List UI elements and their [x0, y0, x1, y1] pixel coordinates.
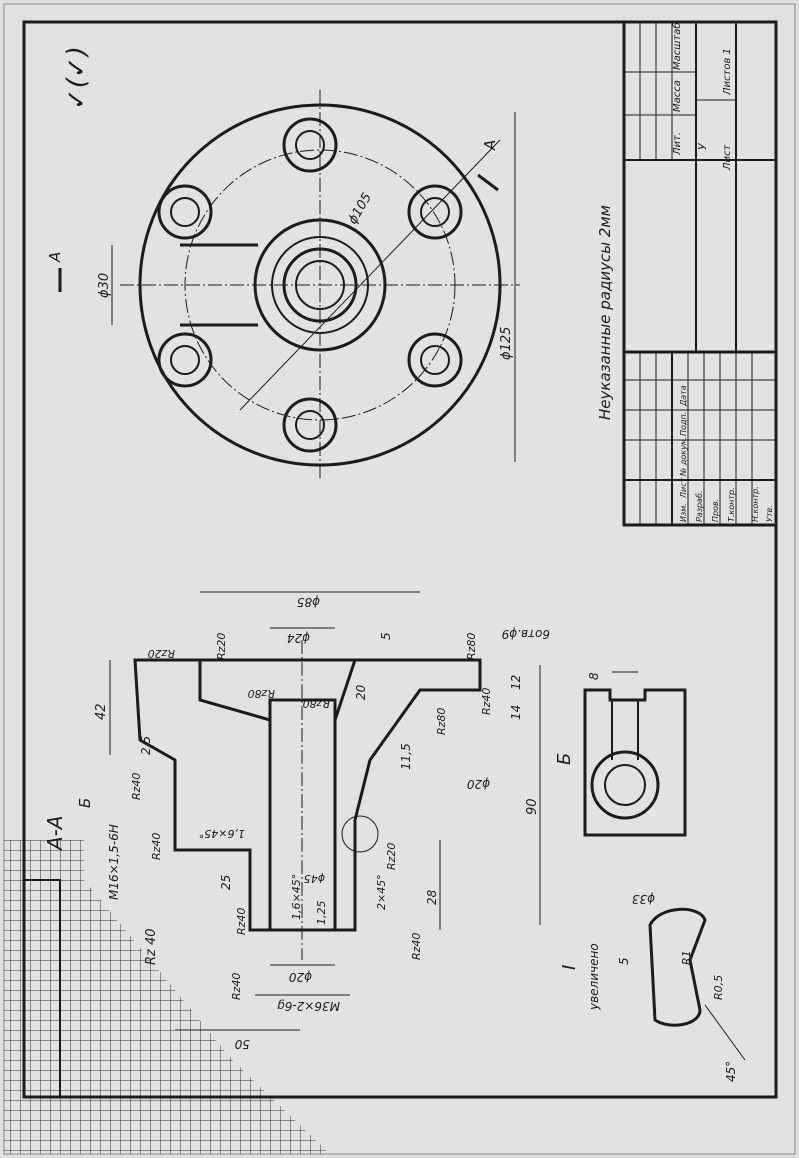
bolt-holes — [157, 117, 463, 453]
thread-m36: M36×2-6g — [277, 999, 340, 1013]
rz80-c: Rz80 — [303, 697, 330, 710]
dim-1-25: 1,25 — [315, 901, 328, 926]
graph-paper-corner — [4, 840, 330, 1154]
sign-row-ncontrol: Н.контр. — [751, 486, 760, 522]
sign-col-doc: № докум. — [679, 437, 688, 477]
dim-phi85: ϕ85 — [297, 595, 320, 609]
title-cell-sheets: Листов 1 — [722, 48, 733, 96]
detail-dim-phi33: ϕ33 — [632, 892, 655, 906]
rz40-b: Rz40 — [130, 773, 143, 800]
detail-caption: увеличено — [587, 943, 601, 1011]
chamfer-1-6-a: 1,6×45° — [199, 827, 245, 840]
sign-row-check: Пров. — [711, 499, 720, 522]
section-label-aa: А-А — [43, 815, 67, 852]
dim-6holes: 6отв.ϕ9 — [502, 627, 550, 641]
body-left-hatch — [133, 658, 272, 932]
detail-dim-5: 5 — [617, 957, 631, 965]
dim-d30: ϕ30 — [97, 273, 112, 298]
dim-phi45: ϕ45 — [304, 872, 325, 885]
boss-arm — [180, 243, 258, 327]
thread-m16: M16×1,5-6H — [107, 824, 121, 900]
chamfer-1-6-b: 1,6×45° — [290, 874, 303, 920]
frame-side-stamp — [23, 879, 61, 1098]
dim-20: 20 — [354, 684, 368, 700]
title-block: Лит. Масса Масштаб У Лист Листов 1 Изм. … — [622, 20, 778, 527]
cut-mark-b: Б — [76, 798, 94, 808]
view-b: Б 8 — [554, 671, 687, 837]
rz20-c: Rz20 — [385, 843, 398, 870]
dim-25: 25 — [219, 875, 233, 890]
roughness-symbol: ✓(✓) — [62, 46, 92, 110]
dim-phi20-a: ϕ20 — [466, 777, 490, 791]
rz40-d: Rz40 — [410, 933, 423, 960]
title-cell-lit-value: У — [696, 142, 709, 150]
detail-i: I увеличено ϕ33 5 R1 R0,5 45° — [559, 892, 746, 1082]
rz80-d: Rz80 — [435, 708, 448, 735]
dim-phi24: ϕ24 — [287, 631, 310, 645]
section-a-a: А-А ϕ85 ϕ24 6отв.ϕ9 Rz20 Rz20 Rz80 Rz80 … — [43, 591, 550, 1051]
rz80-b: Rz80 — [248, 687, 275, 700]
dim-phi20-b: ϕ20 — [288, 970, 312, 984]
rz40-a: Rz40 — [480, 688, 493, 715]
title-cell-sheet: Лист — [722, 143, 733, 171]
dim-42: 42 — [94, 703, 109, 720]
title-cell-lit: Лит. — [672, 132, 683, 156]
chamfer-2x45: 2×45° — [375, 874, 388, 910]
dim-12: 12 — [509, 675, 523, 690]
detail-circle-i — [341, 815, 379, 853]
sign-col-change: Изм. — [679, 503, 688, 522]
rz20-a: Rz20 — [148, 647, 175, 660]
dim-11-5: 11,5 — [399, 743, 413, 770]
detail-dim-45: 45° — [724, 1061, 738, 1082]
rz20-b: Rz20 — [215, 633, 228, 660]
dim-d125: ϕ125 — [499, 327, 514, 360]
cut-mark-a-left: А — [46, 252, 64, 263]
cut-mark-a-right: А — [481, 140, 499, 151]
dim-14: 14 — [509, 705, 523, 720]
sign-col-sheet: Лист — [679, 477, 688, 499]
dim-5: 5 — [379, 632, 393, 640]
sign-row-approve: Утв. — [765, 505, 774, 522]
title-cell-scale: Масштаб — [671, 22, 683, 70]
rz80-a: Rz80 — [465, 633, 478, 660]
detail-dim-r05: R0,5 — [712, 975, 725, 1000]
sign-row-dev: Разраб. — [695, 491, 704, 522]
sign-col-sign: Подп. — [679, 412, 688, 436]
general-note: Неуказанные радиусы 2мм — [596, 205, 614, 420]
detail-dim-r1: R1 — [680, 950, 693, 965]
dim-90: 90 — [525, 798, 540, 815]
sign-row-tcontrol: Т.контр. — [727, 487, 736, 522]
detail-label: I — [559, 965, 580, 970]
rz40-f: Rz40 — [230, 973, 243, 1000]
rz40-c: Rz40 — [150, 833, 163, 860]
rz40-e: Rz40 — [235, 908, 248, 935]
title-cell-mass: Масса — [672, 80, 683, 112]
rz40-big: Rz 40 — [144, 928, 159, 965]
view-b-label: Б — [554, 753, 575, 765]
sign-col-date: Дата — [679, 385, 688, 407]
dim-50: 50 — [234, 1037, 250, 1051]
signature-grid — [624, 352, 776, 525]
dim-28: 28 — [425, 889, 439, 905]
drawing-frame — [22, 20, 778, 1099]
view-b-dim-8: 8 — [587, 672, 601, 680]
dim-2-5: 2,5 — [139, 736, 153, 755]
